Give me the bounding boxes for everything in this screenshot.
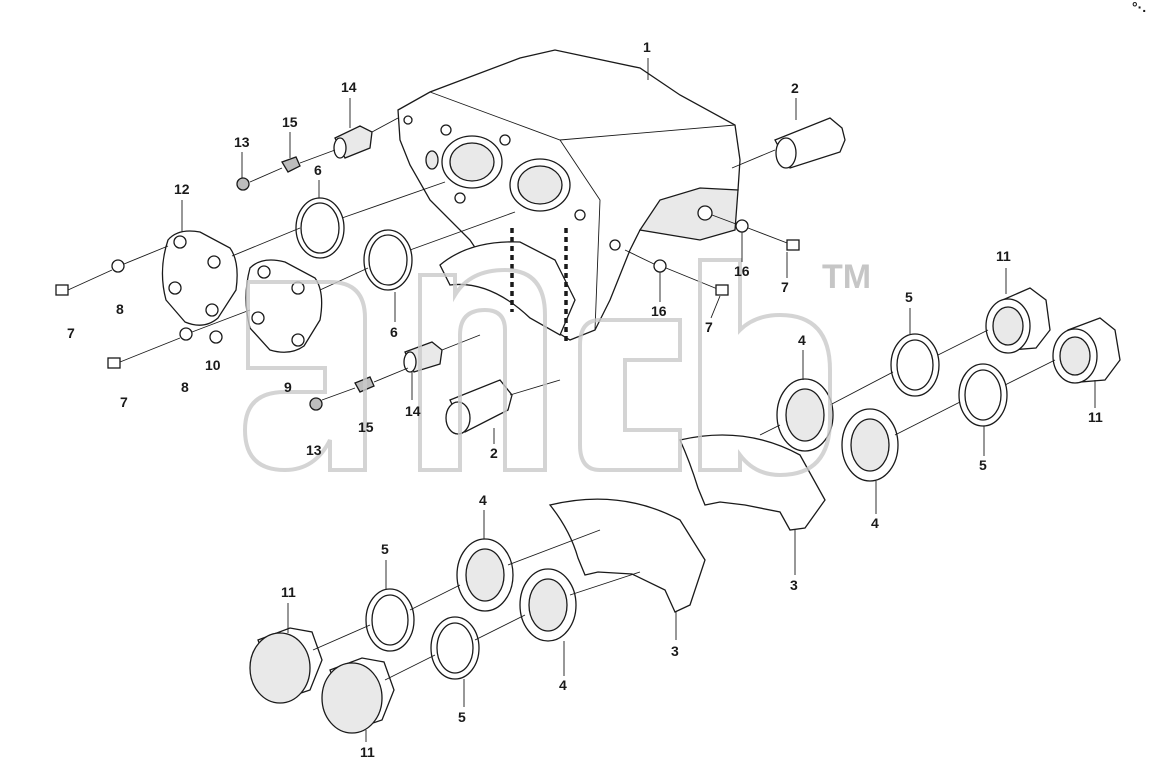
callout-label: 5 — [979, 457, 987, 473]
callout-label: 15 — [282, 114, 298, 130]
pad-right — [679, 434, 826, 531]
callout-label: 13 — [234, 134, 250, 150]
callout-label: 3 — [671, 643, 679, 659]
callout-label: 4 — [798, 332, 806, 348]
callout-label: 6 — [314, 162, 322, 178]
callout-label: 12 — [174, 181, 190, 197]
callout-label: 13 — [306, 442, 322, 458]
callout-label: 10 — [205, 357, 221, 373]
watermark-trademark: TM — [822, 258, 871, 296]
caliper-housing — [397, 49, 741, 345]
bleed-plug-lower — [354, 367, 409, 393]
callout-label: 7 — [705, 319, 713, 335]
callout-label: 16 — [734, 263, 750, 279]
callout-label: 11 — [1088, 409, 1103, 425]
callout-label: 5 — [381, 541, 389, 557]
sensor-upper — [333, 117, 399, 159]
callout-label: 7 — [67, 325, 75, 341]
callout-label: 8 — [181, 379, 189, 395]
callout-label: 4 — [479, 492, 487, 508]
callout-label: 15 — [358, 419, 374, 435]
callout-label: 7 — [120, 394, 128, 410]
callout-label: 4 — [871, 515, 879, 531]
callout-label: 7 — [781, 279, 789, 295]
cap-lower — [309, 387, 356, 411]
pad-lower — [548, 498, 706, 613]
sensor-lower — [403, 334, 481, 373]
bolt-right-lower — [624, 249, 729, 296]
callout-label: 6 — [390, 324, 398, 340]
callout-label: 11 — [281, 584, 296, 600]
bleed-plug-upper — [281, 149, 336, 173]
callout-label: 14 — [405, 403, 421, 419]
seal-lower-2 — [519, 568, 577, 642]
seal-right-2 — [841, 408, 899, 482]
callout-label: 11 — [996, 248, 1011, 264]
callout-label: 5 — [905, 289, 913, 305]
callout-label: 2 — [490, 445, 498, 461]
callout-label: 11 — [360, 744, 375, 760]
callout-label: 3 — [790, 577, 798, 593]
bolt-right-upper — [711, 214, 800, 251]
guide-pin-lower — [445, 379, 561, 435]
callout-label: 14 — [341, 79, 357, 95]
callout-label: 9 — [284, 379, 292, 395]
bolt-left-upper — [55, 245, 169, 296]
piston-lower-2 — [321, 657, 395, 734]
cover-plate-9 — [245, 259, 323, 353]
callout-label: 8 — [116, 301, 124, 317]
cover-plate-12 — [161, 230, 238, 326]
seal-right-1 — [776, 378, 834, 452]
bolt-left-lower — [107, 309, 251, 369]
corner-mark: °·. — [1132, 0, 1146, 15]
guide-pin-upper — [731, 117, 846, 169]
callout-label: 1 — [643, 39, 651, 55]
callout-label: 5 — [458, 709, 466, 725]
callout-labels: 1 2 14 15 13 6 12 8 7 6 8 10 9 7 14 15 1… — [67, 39, 1103, 760]
piston-lower-1 — [249, 627, 323, 704]
seal-lower-1 — [456, 538, 514, 612]
callout-label: 2 — [791, 80, 799, 96]
callout-label: 4 — [559, 677, 567, 693]
watermark-logo: TM — [242, 258, 871, 478]
piston-right-2 — [1052, 317, 1121, 384]
piston-right-1 — [985, 287, 1051, 354]
cap-upper — [236, 167, 283, 191]
callout-label: 16 — [651, 303, 667, 319]
